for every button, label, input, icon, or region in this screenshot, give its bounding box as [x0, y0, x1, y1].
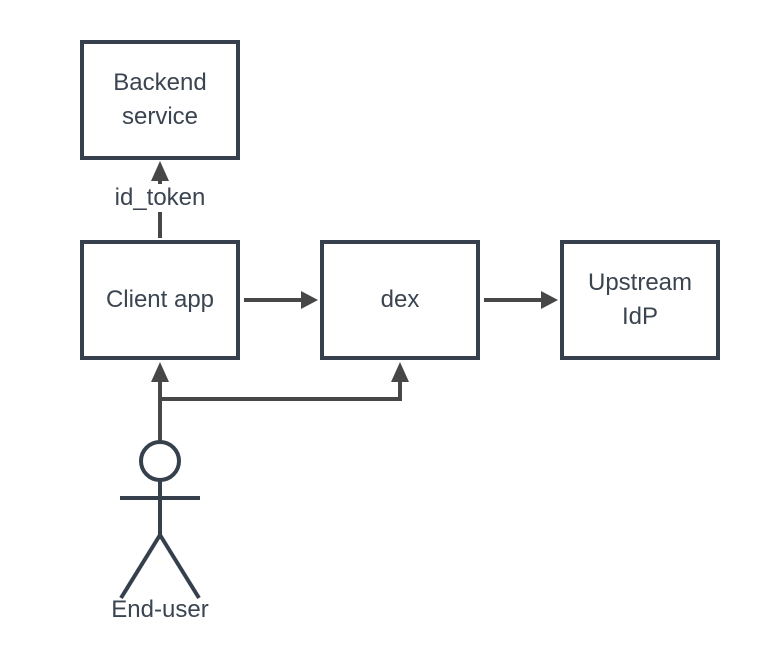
actor-right-leg	[158, 533, 201, 600]
actor-head	[139, 440, 181, 482]
end-user-actor	[119, 440, 201, 600]
dex-box	[320, 240, 480, 360]
arrowhead-client-to-dex	[301, 291, 318, 309]
actor-left-leg	[119, 533, 162, 600]
backend-service-box	[80, 40, 240, 160]
arrowhead-user-to-dex	[391, 362, 409, 382]
arrowhead-client-to-backend	[151, 161, 169, 181]
upstream-idp-box	[560, 240, 720, 360]
arrow-user-to-dex	[160, 379, 402, 401]
arrowhead-user-to-client	[151, 362, 169, 382]
client-app-box	[80, 240, 240, 360]
arrowhead-dex-to-idp	[541, 291, 558, 309]
